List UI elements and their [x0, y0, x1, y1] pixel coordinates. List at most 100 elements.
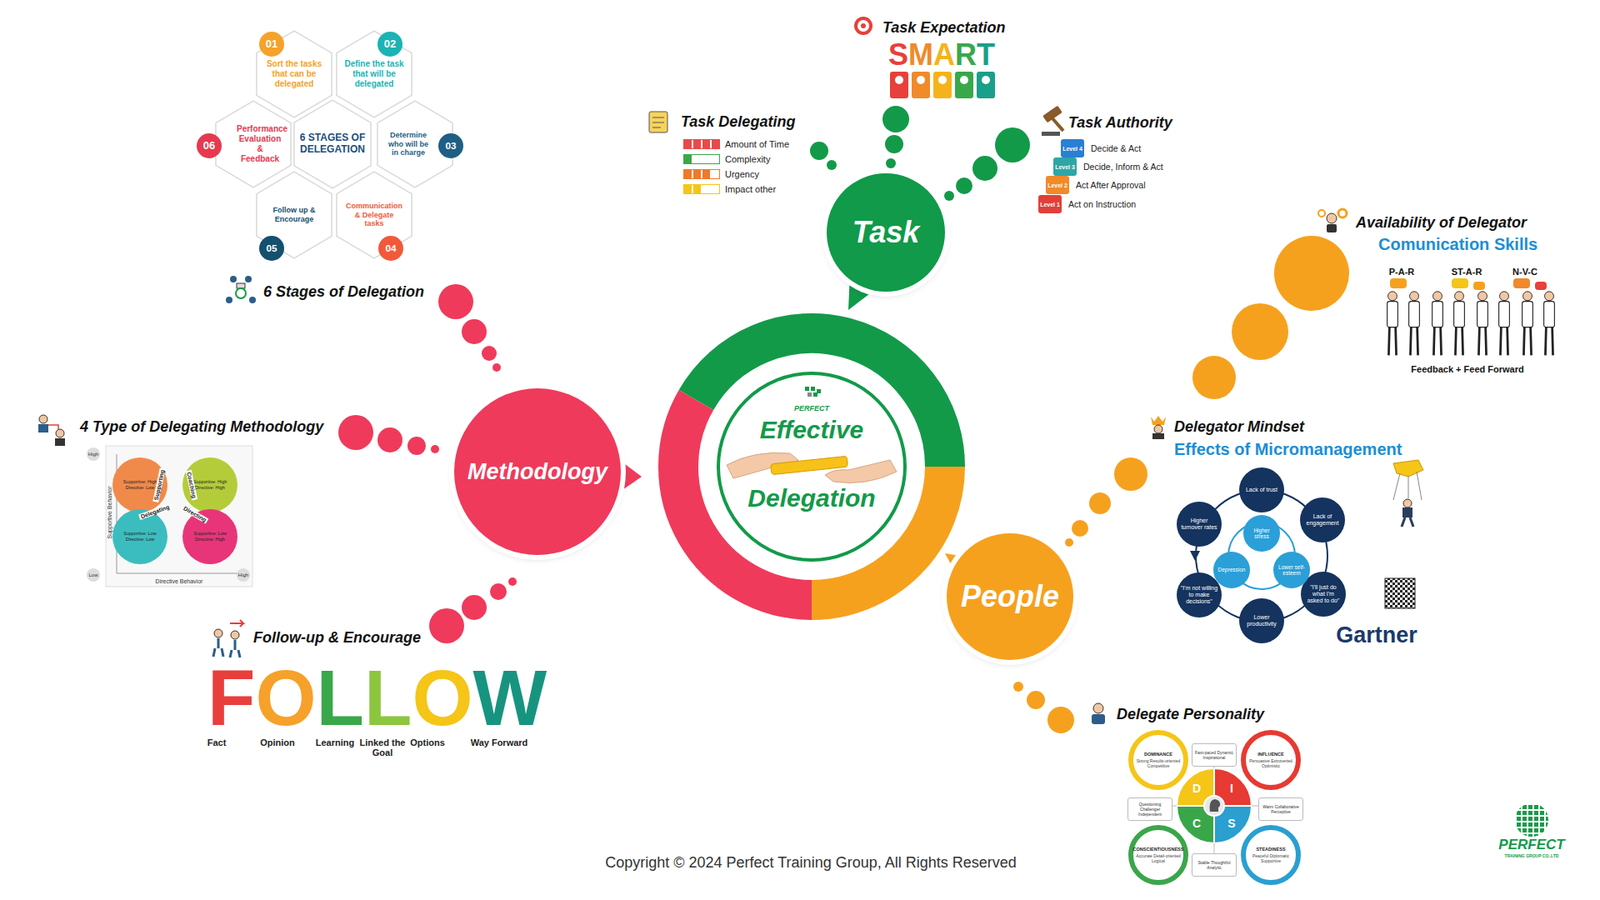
letter: L	[364, 654, 412, 742]
thought-dots	[885, 135, 904, 154]
legend-swatch	[683, 154, 720, 165]
node-disc: INFLUENCEPersuasive Extroverted Optimist…	[1240, 730, 1301, 790]
disc-traits: Strong Results-oriented Competitive	[1135, 758, 1181, 769]
thought-dots	[1089, 492, 1111, 515]
stage-text: Define the task that will be delegated	[344, 59, 405, 90]
puppet-hand	[1393, 460, 1424, 527]
baton-hands	[726, 452, 897, 483]
heading-icon	[38, 16, 1347, 725]
heading-icon	[1150, 415, 1166, 425]
level-text: Decide, Inform & Act	[1083, 161, 1164, 172]
thought-dots	[810, 141, 829, 160]
node-pie: DISC	[1176, 768, 1252, 844]
node-disc: DOMINANCEStrong Results-oriented Competi…	[1128, 730, 1189, 790]
center-title: Effective	[760, 415, 865, 445]
hexagon-outline	[336, 30, 412, 118]
node-bubble: People	[946, 533, 1074, 660]
smart-cards	[976, 71, 995, 99]
communication-figures	[1432, 291, 1444, 356]
thought-dots	[944, 190, 955, 201]
quadrant-panel	[105, 445, 253, 587]
center-ring	[810, 386, 815, 391]
level-badge: Level 3	[1053, 157, 1077, 176]
label: Way Forward	[470, 737, 529, 748]
node-center: PERFECTEffectiveDelegation	[724, 379, 900, 555]
stage-text: Communication & Delegate tasks	[344, 201, 405, 229]
heading-icon	[48, 425, 59, 430]
smart-cards	[960, 75, 969, 85]
baton-hands	[770, 455, 849, 475]
thought-dots	[492, 363, 501, 372]
head-circle	[1204, 795, 1225, 816]
label: Directive Behavior	[155, 578, 204, 585]
section-heading: Effects of Micromanagement	[1174, 440, 1402, 460]
letter: S	[888, 37, 909, 72]
thought-dots	[1114, 457, 1148, 491]
label: Opinion	[260, 737, 295, 748]
communication-figures	[1387, 291, 1399, 356]
node-mmi: Higher stress	[1243, 515, 1280, 552]
label: Fact	[207, 737, 227, 748]
legend-text: Impact other	[725, 184, 776, 195]
heading-icon	[1318, 210, 1325, 217]
smart-cards	[933, 71, 952, 99]
cycle-text: Lack of trust	[1245, 486, 1278, 494]
node-hex: 03Determine who will be in charge	[376, 100, 454, 189]
logo-mark	[1515, 803, 1549, 837]
disc-type: INFLUENCE	[1257, 751, 1284, 757]
node-mm: Higher turnover rates	[1176, 501, 1222, 547]
heading-icon	[1326, 213, 1337, 224]
heading-icon	[230, 630, 240, 640]
smart-cards	[916, 75, 925, 85]
quadrant-panel	[86, 568, 100, 582]
thought-dots	[1192, 355, 1236, 400]
communication-figures	[1477, 291, 1489, 356]
node-mmi: Lower self-esteem	[1273, 551, 1310, 589]
acronym-title: SMART	[888, 37, 995, 73]
stage-text: Performance Evaluation & Feedback	[236, 124, 284, 165]
puppet-hand	[1401, 517, 1414, 527]
thought-dots	[972, 155, 998, 181]
node-trait: Warm Collaborative Perceptive	[1258, 797, 1304, 821]
heading-icon	[235, 288, 246, 299]
section-heading: Availability of Delegator	[1355, 214, 1527, 232]
thought-dots	[1026, 690, 1045, 710]
label: Linked the Goal	[356, 737, 409, 758]
node-mm: "I'm not willing to make decisions"	[1176, 572, 1222, 618]
communication-figures	[1409, 291, 1420, 356]
level-badge: Level 4	[1060, 139, 1085, 158]
center-title: Delegation	[747, 484, 875, 513]
heading-icon	[649, 111, 668, 133]
heading-icon	[213, 638, 224, 657]
acronym-title: FOLLOW	[207, 659, 547, 738]
letter: O	[411, 654, 473, 742]
puppet-hand	[1393, 460, 1424, 477]
heading-icon	[857, 20, 870, 32]
communication-figures	[1535, 281, 1547, 290]
legend-text: Amount of Time	[725, 139, 790, 150]
disc-letter: D	[1192, 781, 1201, 795]
node-trait: Questioning Challenger Independent	[1127, 797, 1173, 821]
heading-icon	[214, 629, 223, 638]
heading-icon	[1154, 425, 1163, 434]
thought-dots	[885, 158, 896, 169]
section-heading: Follow-up & Encourage	[253, 629, 421, 647]
cycle-text: "I'll just do what I'm asked to do"	[1304, 584, 1343, 605]
section-heading: Task Expectation	[882, 19, 1005, 37]
section-heading: 6 Stages of Delegation	[263, 283, 425, 301]
heading-icon	[230, 275, 237, 283]
heading-icon	[1152, 433, 1165, 440]
level-text: Act on Instruction	[1068, 199, 1136, 210]
center-ring	[813, 392, 818, 397]
thought-dots	[481, 345, 497, 361]
node-hex: 06Performance Evaluation & Feedback	[215, 100, 292, 189]
micromanagement-cycle	[1190, 550, 1200, 561]
heading-icon	[249, 296, 256, 304]
center-ring	[805, 386, 810, 391]
smart-cards	[895, 75, 904, 85]
logo-mark	[1515, 803, 1549, 837]
node-hex: 01Sort the tasks that can be delegated	[255, 30, 333, 119]
heading-icon	[55, 438, 65, 446]
legend-swatch	[683, 169, 720, 180]
node-level: Level 3 Decide, Inform & Act	[1053, 156, 1212, 177]
